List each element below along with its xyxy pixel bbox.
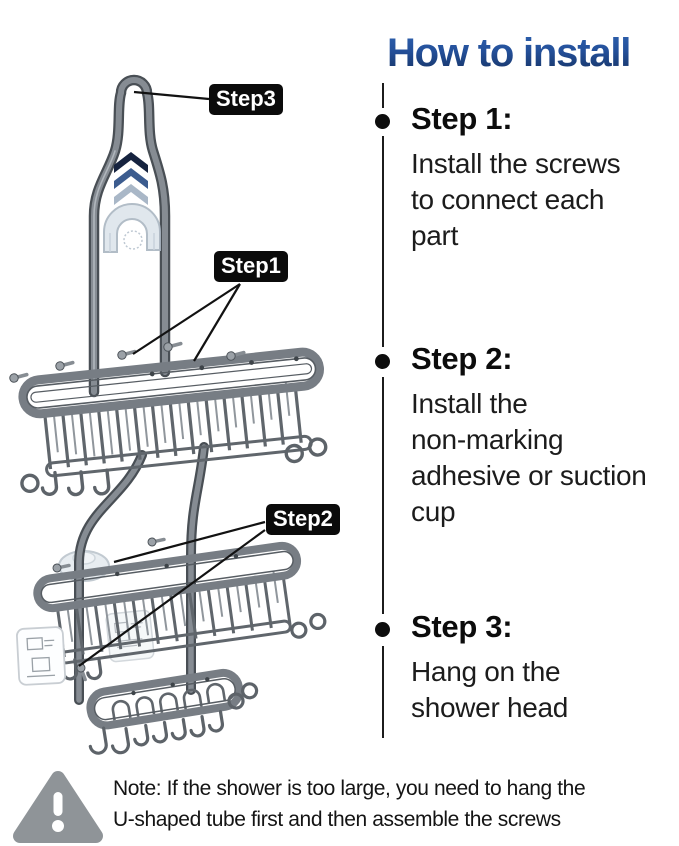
timeline-segment-3	[382, 377, 384, 614]
diagram-label-step3: Step3	[209, 84, 283, 115]
step-3-block: Step 3: Hang on the shower head	[411, 608, 679, 726]
screws-top	[9, 341, 246, 383]
timeline-segment-1	[382, 83, 384, 108]
timeline-bullet-step2	[375, 354, 390, 369]
basket-hooks	[20, 437, 328, 497]
step-2-body: Install the non-marking adhesive or suct…	[411, 387, 647, 527]
step-1-heading: Step 1:	[411, 101, 513, 136]
pointer-lines	[78, 90, 266, 667]
tray-hooks	[88, 682, 259, 755]
timeline-bullet-step3	[375, 622, 390, 637]
diagram-label-step1: Step1	[214, 251, 288, 282]
note-text: Note: If the shower is too large, you ne…	[113, 777, 586, 831]
up-chevrons-icon	[114, 152, 148, 205]
step-1-block: Step 1: Install the screws to connect ea…	[411, 100, 679, 254]
side-rails	[74, 442, 209, 705]
warning-triangle-icon	[13, 771, 103, 843]
step1-pointer-line-b	[193, 283, 241, 362]
timeline-segment-2	[382, 136, 384, 347]
page-title: How to install	[387, 29, 679, 77]
hanger-tube	[88, 74, 171, 398]
step2-pointer-line-b	[78, 529, 266, 667]
bottom-tray	[86, 668, 259, 755]
step1-pointer-line-a	[132, 283, 241, 355]
step-3-body: Hang on the shower head	[411, 655, 569, 723]
shower-head-holder	[103, 203, 161, 253]
step-2-heading: Step 2:	[411, 341, 513, 376]
diagram-label-step2: Step2	[266, 504, 340, 535]
timeline-bullet-step1	[375, 114, 390, 129]
step-1-body: Install the screws to connect each part	[411, 147, 621, 251]
top-basket	[18, 347, 328, 497]
rim-screw-holes	[149, 356, 299, 377]
step3-pointer-line	[133, 90, 210, 101]
step-3-heading: Step 3:	[411, 609, 513, 644]
adhesive-pad-front	[16, 626, 66, 686]
exclamation-bar	[53, 792, 63, 816]
timeline-segment-4	[382, 646, 384, 738]
step-2-block: Step 2: Install the non-marking adhesive…	[411, 340, 679, 530]
caddy-illustration	[9, 74, 328, 755]
step2-pointer-line-a	[113, 520, 266, 564]
exclamation-dot	[52, 820, 64, 832]
